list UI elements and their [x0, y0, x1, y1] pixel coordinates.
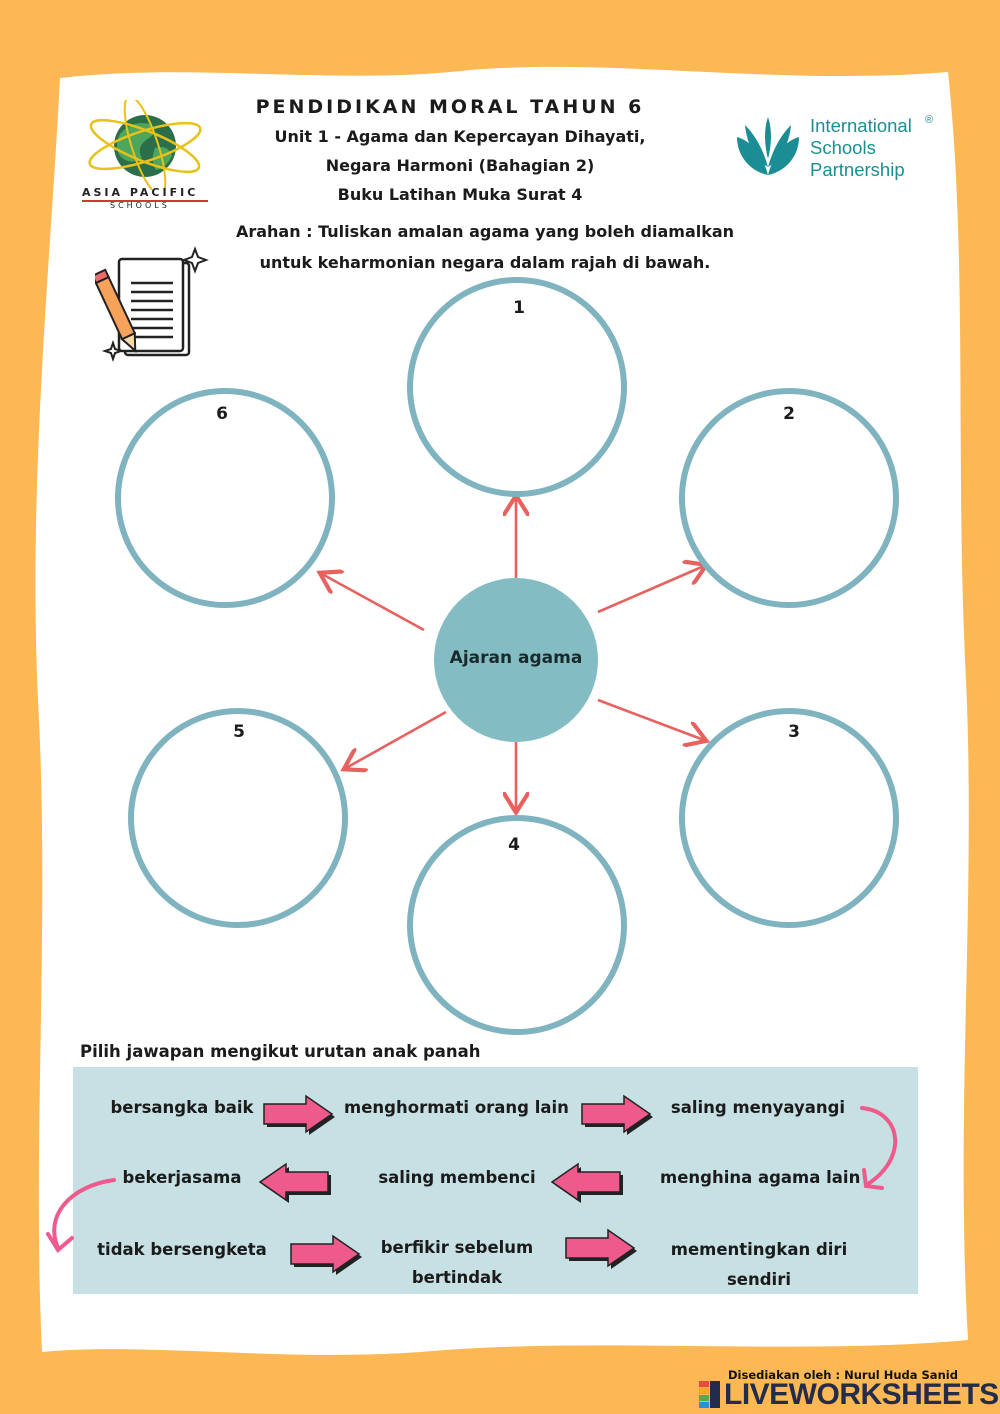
arrow-to-5	[346, 710, 447, 768]
answer-circle-2[interactable]	[679, 388, 899, 608]
aps-line2: SCHOOLS	[110, 201, 170, 210]
flow-arrow-right-2	[581, 1094, 653, 1135]
textbook-page: Buku Latihan Muka Surat 4	[337, 185, 583, 204]
flow-arrow-left-1	[258, 1162, 331, 1203]
center-label: Ajaran agama	[449, 648, 583, 668]
option-saling-menyayangi[interactable]: saling menyayangi	[670, 1098, 846, 1117]
option-bekerjasama[interactable]: bekerjasama	[122, 1168, 242, 1187]
isp-line1: International	[810, 115, 912, 136]
asia-pacific-schools-logo: ASIA PACIFIC SCHOOLS	[80, 95, 210, 215]
instruction-line1: Arahan : Tuliskan amalan agama yang bole…	[235, 222, 735, 241]
arrow-to-2	[597, 566, 704, 614]
liveworksheets-brand[interactable]: LIVEWORKSHEETS	[724, 1378, 999, 1411]
curved-arrow-left	[46, 1178, 116, 1254]
option-mementingkan-diri-sendiri-line1[interactable]: mementingkan diri	[670, 1240, 848, 1259]
answer-circle-4[interactable]	[407, 815, 627, 1035]
isp-line2: Schools	[810, 137, 876, 158]
answer-circle-3[interactable]	[679, 708, 899, 928]
worksheet-pencil-icon	[95, 246, 209, 363]
book-leaf-icon	[737, 117, 799, 175]
option-saling-membenci[interactable]: saling membenci	[378, 1168, 536, 1187]
options-heading: Pilih jawapan mengikut urutan anak panah	[80, 1042, 481, 1061]
instruction-line2: untuk keharmonian negara dalam rajah di …	[259, 253, 711, 272]
unit-part: Negara Harmoni (Bahagian 2)	[325, 156, 595, 175]
option-menghina-agama-lain[interactable]: menghina agama lain	[660, 1168, 861, 1187]
circle-number-3: 3	[788, 722, 800, 742]
option-berfikir-sebelum-bertindak-line1[interactable]: berfikir sebelum	[380, 1238, 534, 1257]
liveworksheets-logo-icon	[699, 1381, 720, 1408]
circle-number-1: 1	[513, 298, 525, 318]
arrow-to-3	[597, 698, 704, 740]
option-menghormati-orang-lain[interactable]: menghormati orang lain	[344, 1098, 569, 1117]
option-berfikir-sebelum-bertindak-line2[interactable]: bertindak	[411, 1268, 503, 1287]
aps-line1: ASIA PACIFIC	[82, 186, 199, 199]
curved-arrow-right	[860, 1106, 897, 1190]
globe-icon	[88, 95, 202, 197]
circle-number-5: 5	[233, 722, 245, 742]
answer-circle-1[interactable]	[407, 277, 627, 497]
author-credit: Disediakan oleh : Nurul Huda Sanid	[728, 1368, 958, 1382]
answer-circle-6[interactable]	[115, 388, 335, 608]
flow-arrow-right-4	[565, 1228, 637, 1269]
flow-arrow-left-2	[550, 1162, 623, 1203]
option-bersangka-baik[interactable]: bersangka baik	[110, 1098, 254, 1117]
arrow-to-6	[322, 574, 425, 632]
circle-number-6: 6	[216, 404, 228, 424]
flow-arrow-right-3	[290, 1234, 362, 1275]
flow-arrow-right-1	[263, 1094, 335, 1135]
isp-registered-mark: ®	[925, 114, 934, 126]
circle-number-2: 2	[783, 404, 795, 424]
option-tidak-bersengketa[interactable]: tidak bersengketa	[97, 1240, 267, 1259]
answer-circle-5[interactable]	[128, 708, 348, 928]
unit-title: Unit 1 - Agama dan Kepercayan Dihayati,	[274, 127, 646, 146]
isp-line3: Partnership	[810, 159, 905, 180]
worksheet-title: PENDIDIKAN MORAL TAHUN 6	[255, 96, 645, 118]
center-circle	[434, 578, 598, 742]
option-mementingkan-diri-sendiri-line2[interactable]: sendiri	[726, 1270, 792, 1289]
circle-number-4: 4	[508, 835, 520, 855]
